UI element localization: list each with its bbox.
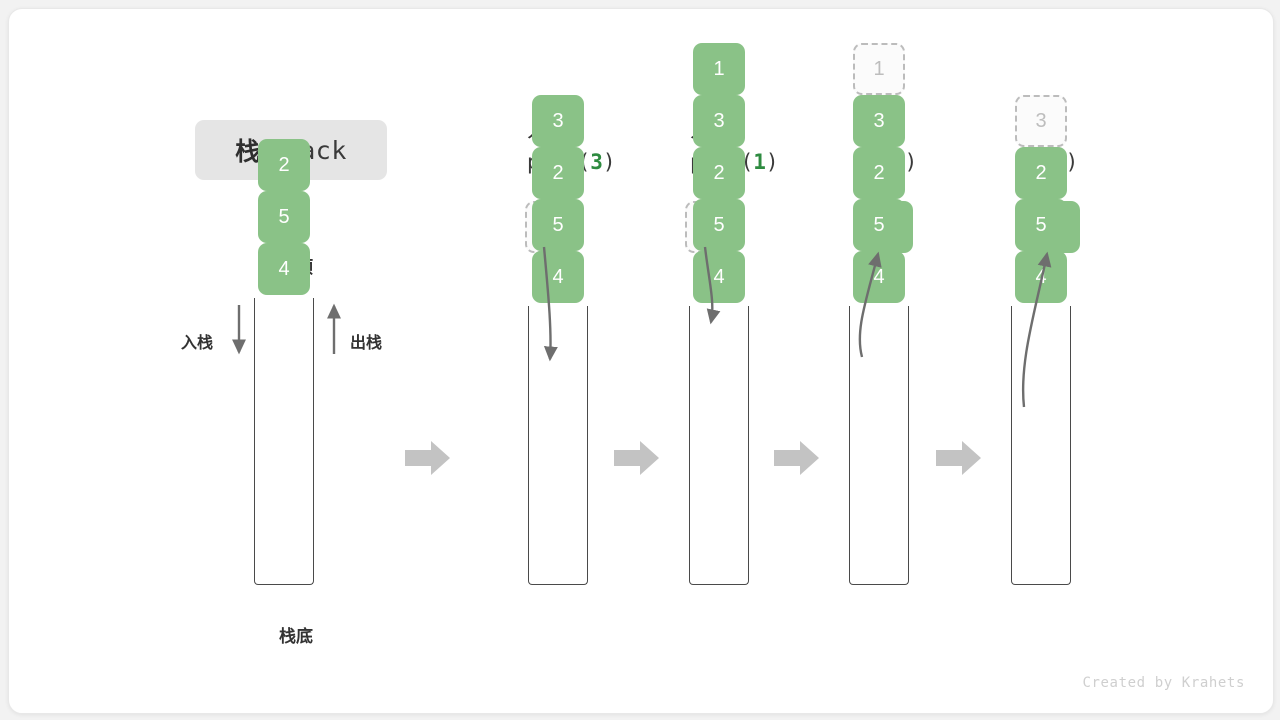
stack-4-cell: 2 [1015, 147, 1067, 199]
pop-side-label: 出栈 [350, 335, 383, 352]
stack-3-cell: 4 [853, 251, 905, 303]
title-chinese: 栈 [235, 138, 261, 166]
initial-stack-cell: 4 [258, 243, 310, 295]
stack-2-cell: 1 [693, 43, 745, 95]
code-argument: 3 [590, 150, 603, 174]
credit-text: Created by Krahets [1082, 675, 1245, 691]
code-suffix: ) [602, 150, 616, 174]
stack-4-cell: 4 [1015, 251, 1067, 303]
arrow-overlay [232, 246, 1052, 408]
code-argument: 1 [753, 150, 766, 174]
diagram-card: 栈 Stack 栈顶 栈底 入栈 出栈 452 入栈 push(3) 3 452… [8, 8, 1274, 714]
initial-stack-cell: 5 [258, 191, 310, 243]
stack-2-cell: 2 [693, 147, 745, 199]
transition-arrow-2 [614, 441, 659, 475]
stack-3-cell: 2 [853, 147, 905, 199]
stack-2-cell: 4 [693, 251, 745, 303]
stack-bottom-label: 栈底 [279, 627, 313, 646]
stack-container [689, 306, 749, 585]
push-side-label: 入栈 [181, 335, 214, 352]
stack-container [1011, 306, 1071, 585]
stack-3-cell: 3 [853, 95, 905, 147]
stack-4-ghost-cell: 3 [1015, 95, 1067, 147]
stack-1-cell: 3 [532, 95, 584, 147]
stack-1-cell: 4 [532, 251, 584, 303]
stack-4-cell: 5 [1015, 199, 1067, 251]
initial-stack-cell: 2 [258, 139, 310, 191]
transition-arrow-3 [774, 441, 819, 475]
code-suffix: ) [1065, 150, 1079, 174]
stack-1-cell: 5 [532, 199, 584, 251]
stack-container [528, 306, 588, 585]
transition-arrow-1 [405, 441, 450, 475]
stack-1-cell: 2 [532, 147, 584, 199]
stack-container [254, 298, 314, 585]
code-suffix: ) [765, 150, 779, 174]
stack-3-cell: 5 [853, 199, 905, 251]
transition-arrow-4 [936, 441, 981, 475]
stack-3-ghost-cell: 1 [853, 43, 905, 95]
stack-2-cell: 3 [693, 95, 745, 147]
stack-container [849, 306, 909, 585]
stack-2-cell: 5 [693, 199, 745, 251]
code-suffix: ) [904, 150, 918, 174]
